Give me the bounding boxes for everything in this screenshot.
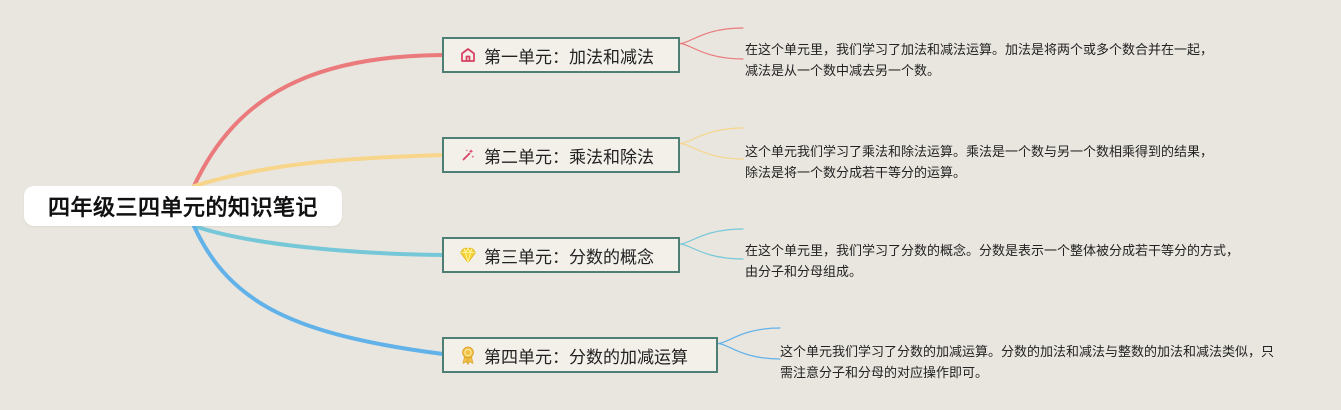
central-topic[interactable]: 四年级三四单元的知识笔记 [24, 186, 342, 226]
note-connector-unit-2 [679, 127, 744, 160]
award-ribbon-icon [458, 345, 478, 365]
topic-unit-3[interactable]: 第三单元：分数的概念 [442, 237, 680, 273]
note-connector-unit-1 [679, 27, 744, 60]
topic-unit-4-label: 第四单元：分数的加减运算 [484, 347, 688, 368]
note-unit-2: 这个单元我们学习了乘法和除法运算。乘法是一个数与另一个数相乘得到的结果，除法是将… [745, 142, 1225, 184]
topic-unit-4[interactable]: 第四单元：分数的加减运算 [442, 337, 718, 373]
note-unit-3: 在这个单元里，我们学习了分数的概念。分数是表示一个整体被分成若干等分的方式，由分… [745, 241, 1241, 283]
magic-wand-icon [458, 145, 478, 165]
branch-line-unit-2 [192, 153, 445, 188]
topic-unit-2[interactable]: 第二单元：乘法和除法 [442, 137, 680, 173]
note-unit-4-text: 这个单元我们学习了分数的加减运算。分数的加法和减法与整数的加法和减法类似，只需注… [780, 345, 1275, 381]
home-icon [458, 45, 478, 65]
note-unit-1: 在这个单元里，我们学习了加法和减法运算。加法是将两个或多个数合并在一起，减法是从… [745, 40, 1225, 82]
branch-line-unit-4 [192, 224, 445, 356]
note-unit-1-text: 在这个单元里，我们学习了加法和减法运算。加法是将两个或多个数合并在一起，减法是从… [745, 43, 1214, 79]
note-connector-unit-3 [679, 228, 744, 260]
central-topic-label: 四年级三四单元的知识笔记 [47, 196, 318, 221]
branch-line-unit-1 [192, 53, 445, 188]
diamond-icon [458, 245, 478, 265]
topic-unit-3-label: 第三单元：分数的概念 [484, 247, 654, 268]
note-unit-3-text: 在这个单元里，我们学习了分数的概念。分数是表示一个整体被分成若干等分的方式，由分… [745, 244, 1240, 280]
topic-unit-1[interactable]: 第一单元：加法和减法 [442, 37, 680, 73]
topic-unit-1-label: 第一单元：加法和减法 [484, 47, 654, 68]
note-unit-2-text: 这个单元我们学习了乘法和除法运算。乘法是一个数与另一个数相乘得到的结果，除法是将… [745, 145, 1214, 181]
note-connector-unit-4 [717, 327, 781, 360]
branch-line-unit-3 [192, 224, 445, 257]
topic-unit-2-label: 第二单元：乘法和除法 [484, 147, 654, 168]
note-unit-4: 这个单元我们学习了分数的加减运算。分数的加法和减法与整数的加法和减法类似，只需注… [780, 342, 1280, 384]
